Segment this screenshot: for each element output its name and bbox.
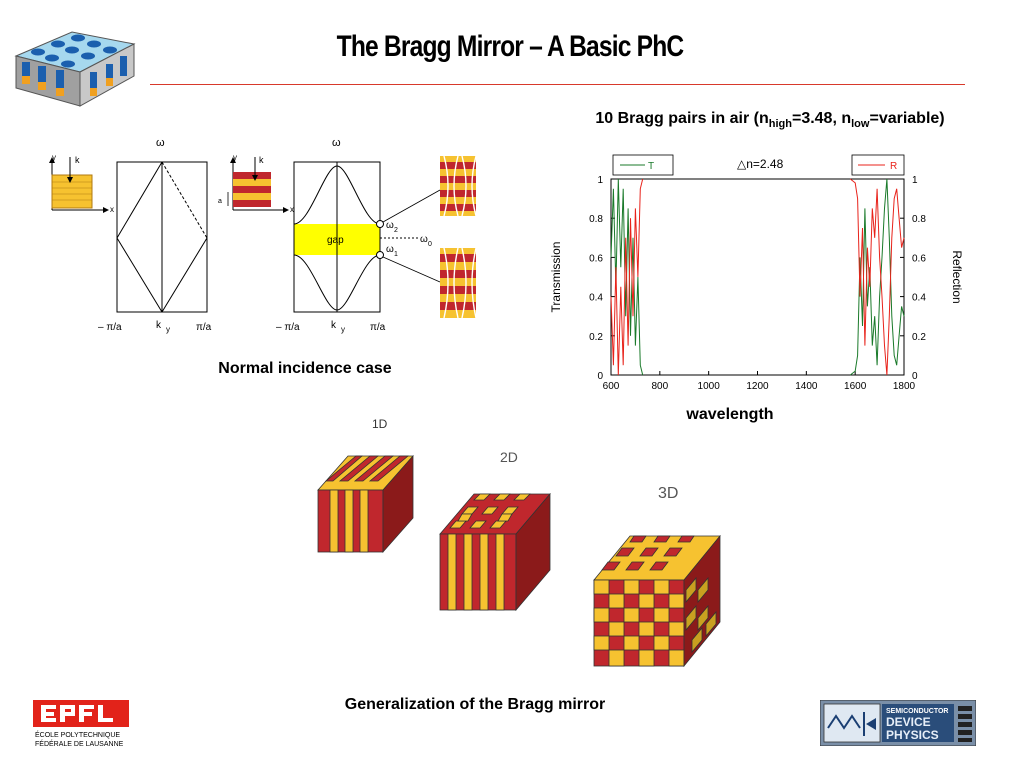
y-tick-label-left: 0 [597, 371, 603, 382]
minus-pi-a-label-2: – π/a [276, 322, 300, 333]
y-tick-label-right: 0 [912, 371, 918, 382]
pi-a-label-2: π/a [370, 322, 386, 333]
omega1-label: ω [386, 244, 394, 255]
ky-label-2: k [331, 320, 337, 331]
minus-pi-a-label: – π/a [98, 322, 122, 333]
x-tick-label: 600 [603, 381, 620, 392]
pi-a-label: π/a [196, 322, 212, 333]
k-label-2: k [259, 155, 264, 165]
epfl-logo: ÉCOLE POLYTECHNIQUE FÉDÉRALE DE LAUSANNE [33, 700, 129, 748]
photonic-crystal-slab-icon [14, 31, 136, 107]
omega0-label: ω [420, 234, 428, 245]
device-physics-logo: SEMICONDUCTOR DEVICE PHYSICS [820, 700, 976, 746]
y-tick-label-left: 0.6 [589, 253, 603, 264]
ky-subscript-2: y [341, 325, 345, 334]
x-tick-label: 1200 [746, 381, 769, 392]
omega-label-2: ω [332, 137, 341, 149]
y-tick-label-right: 0.4 [912, 293, 926, 304]
epfl-line-2: FÉDÉRALE DE LAUSANNE [35, 739, 124, 748]
dp-line-1: SEMICONDUCTOR [886, 708, 948, 715]
axis-x-label: x [110, 205, 114, 214]
axis-x-label-2: x [290, 205, 294, 214]
label-2d: 2D [500, 449, 518, 465]
ky-label: k [156, 320, 162, 331]
legend-r: R [851, 154, 905, 176]
label-1d: 1D [372, 417, 388, 431]
crystal-illustrations: 1D 2D 3D [317, 417, 721, 668]
y-axis-left-label: Transmission [549, 242, 563, 313]
uniform-medium-inset: y x k [49, 153, 114, 214]
legend-r-label: R [890, 161, 897, 172]
y-tick-label-left: 0.8 [589, 214, 603, 225]
uniform-dispersion-plot: ω – π/a k y π/a [98, 137, 212, 334]
x-tick-label: 1000 [698, 381, 721, 392]
chart-title-prefix: 10 Bragg pairs in air (n [595, 110, 769, 127]
period-a-label: a [218, 198, 222, 205]
plot-area [610, 178, 905, 376]
upper-mode-field-inset [440, 155, 477, 217]
chart-title-suffix: =variable) [869, 110, 945, 127]
chart-title-mid: =3.48, n [791, 110, 852, 127]
lower-mode-field-inset [440, 247, 477, 319]
omega2-subscript: 2 [394, 227, 398, 234]
chart-title-sub-low: low [851, 118, 870, 131]
dp-line-2: DEVICE [886, 715, 931, 729]
y-tick-label-right: 0.8 [912, 214, 926, 225]
x-tick-label: 1800 [893, 381, 916, 392]
x-tick-label: 1400 [795, 381, 818, 392]
k-label: k [75, 155, 80, 165]
gap-label: gap [327, 235, 344, 246]
y-tick-label-right: 0.2 [912, 332, 926, 343]
x-axis-label: wavelength [686, 406, 774, 423]
y-tick-label-left: 0.2 [589, 332, 603, 343]
cube-3d [593, 534, 721, 668]
chart-title: 10 Bragg pairs in air (nhigh=3.48, nlow=… [545, 110, 995, 130]
delta-n-annotation: △n=2.48 [737, 157, 784, 171]
y-axis-right-label: Reflection [950, 250, 964, 303]
series-t-line [849, 178, 905, 376]
label-3d: 3D [658, 485, 678, 502]
y-tick-label-left: 1 [597, 175, 603, 186]
y-tick-label-right: 0.6 [912, 253, 926, 264]
series-r-line [849, 178, 905, 376]
omega1-subscript: 1 [394, 251, 398, 258]
series-r-line [610, 178, 644, 376]
title-rule [150, 84, 965, 85]
x-tick-label: 1600 [844, 381, 867, 392]
cube-2d [439, 492, 551, 612]
y-tick-label-left: 0.4 [589, 293, 603, 304]
generalization-caption: Generalization of the Bragg mirror [344, 696, 606, 713]
ky-subscript: y [166, 325, 170, 334]
cube-1d [317, 454, 414, 554]
layered-medium-inset: y x k a [218, 153, 294, 214]
omega-label: ω [156, 137, 165, 149]
dp-line-3: PHYSICS [886, 728, 939, 742]
chart-title-sub-high: high [768, 118, 792, 131]
legend-t: T [612, 154, 674, 176]
axis-y-label: y [52, 153, 56, 162]
y-tick-label-right: 1 [912, 175, 918, 186]
omega2-label: ω [386, 220, 394, 231]
axis-y-label-2: y [233, 153, 237, 162]
slide-title: The Bragg Mirror – A Basic PhC [336, 30, 685, 63]
normal-incidence-caption: Normal incidence case [218, 360, 392, 377]
epfl-line-1: ÉCOLE POLYTECHNIQUE [35, 730, 120, 739]
omega0-subscript: 0 [428, 241, 432, 248]
bragg-dispersion-plot: gap ω ω 2 ω 1 ω 0 – π/a k y π/a [276, 137, 441, 334]
x-tick-label: 800 [651, 381, 668, 392]
legend-t-label: T [648, 161, 654, 172]
band-diagram: y x k ω – π/a k y π/a y x k a gap [49, 137, 477, 334]
